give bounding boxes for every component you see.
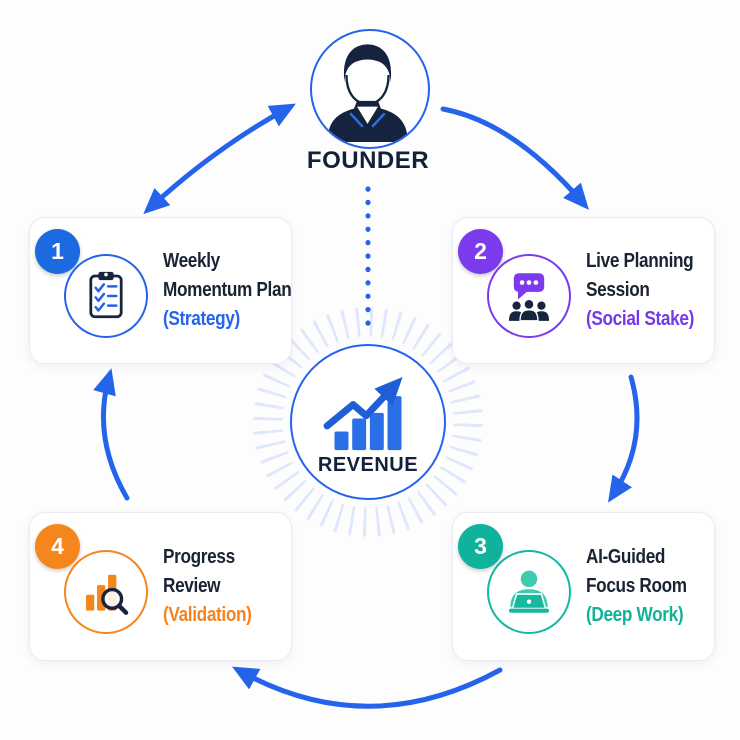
icon-ring (64, 550, 148, 634)
revenue-label: REVENUE (317, 453, 419, 476)
card-text: Live Planning Session (Social Stake) (586, 218, 714, 363)
arrow-founder-session (440, 106, 589, 210)
card-title-line2: Session (586, 279, 650, 301)
card-live-planning-session: 2 Live Planning Session (Social Stake) (452, 217, 715, 364)
chart-magnifier-icon (85, 574, 129, 615)
card-title-line1: Live Planning (586, 250, 694, 272)
card-title-line1: AI-Guided (586, 546, 666, 568)
card-subtitle: (Deep Work) (586, 604, 684, 626)
card-title-line2: Review (163, 575, 221, 597)
card-title-line1: Weekly (163, 250, 220, 272)
revenue-growth-chart-icon (323, 376, 403, 450)
card-title-line2: Focus Room (586, 575, 687, 597)
icon-ring (487, 254, 571, 338)
clipboard-checklist-icon (89, 271, 123, 319)
arrow-review-plan (93, 368, 130, 501)
card-weekly-momentum-plan: 1 Weekly Momentum Plan (Strategy) (29, 217, 292, 364)
card-ai-guided-focus-room: 3 AI-Guided Focus Room (Deep Work) (452, 512, 715, 661)
arrow-focus-review (232, 666, 503, 709)
card-text: Weekly Momentum Plan (Strategy) (163, 218, 292, 363)
icon-ring (64, 254, 148, 338)
step-number-badge: 3 (458, 524, 503, 569)
step-number-badge: 2 (458, 229, 503, 274)
icon-ring (487, 550, 571, 634)
step-number-badge: 4 (35, 524, 80, 569)
revenue-circle: REVENUE (290, 344, 446, 500)
card-progress-review: 4 Progress Review (Validation) (29, 512, 292, 661)
card-text: Progress Review (Validation) (163, 513, 291, 660)
founder-label: FOUNDER (306, 147, 430, 174)
card-subtitle: (Strategy) (163, 308, 240, 330)
founder-avatar-icon (327, 44, 408, 142)
arrow-session-focus (608, 374, 640, 503)
founder-circle (310, 29, 430, 149)
chat-group-icon (508, 273, 550, 322)
card-title-line2: Momentum Plan (163, 279, 292, 301)
card-subtitle: (Social Stake) (586, 308, 694, 330)
card-text: AI-Guided Focus Room (Deep Work) (586, 513, 714, 660)
arrow-plan-founder (143, 103, 296, 215)
card-subtitle: (Validation) (163, 604, 252, 626)
step-number-badge: 1 (35, 229, 80, 274)
card-title-line1: Progress (163, 546, 235, 568)
person-laptop-icon (508, 570, 550, 613)
